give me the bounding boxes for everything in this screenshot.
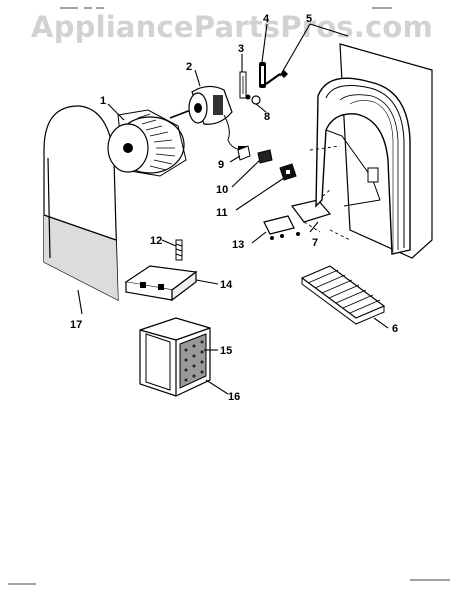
callout-10: 10 (216, 184, 228, 196)
housing-scroll (309, 43, 433, 259)
callout-3: 3 (238, 43, 244, 55)
part-8-grommet (245, 94, 261, 105)
part-6-base-grille (300, 265, 386, 325)
callout-6: 6 (392, 323, 398, 335)
part-17-front-panel (43, 105, 119, 301)
callout-labels: 1 2 3 4 5 6 7 8 9 10 11 12 13 14 15 16 1… (70, 13, 398, 403)
part-7-plate (290, 189, 332, 233)
callout-17: 17 (70, 319, 82, 331)
callout-5: 5 (306, 13, 312, 25)
part-12-spring (175, 239, 183, 261)
callout-14: 14 (220, 279, 233, 291)
part-11-capacitor (279, 163, 297, 181)
callout-1: 1 (100, 95, 106, 107)
callout-4: 4 (263, 13, 270, 25)
part-13-bracket (263, 215, 300, 240)
part-14-tray (124, 265, 198, 302)
callout-7: 7 (312, 237, 318, 249)
watermark: AppliancePartsPros.com (31, 10, 433, 44)
leader-lines (77, 23, 389, 395)
part-3-bracket (239, 71, 247, 99)
callout-16: 16 (228, 391, 240, 403)
callout-15: 15 (220, 345, 232, 357)
callout-8: 8 (264, 111, 270, 123)
callout-12: 12 (150, 235, 162, 247)
part-15-filter (179, 333, 207, 389)
scan-marks (8, 7, 450, 585)
callout-11: 11 (216, 207, 228, 219)
part-5-screw (265, 70, 288, 85)
callout-2: 2 (186, 61, 192, 73)
callout-9: 9 (218, 159, 224, 171)
part-1-blower-wheel (107, 109, 187, 177)
part-4-clip (259, 62, 266, 88)
callout-13: 13 (232, 239, 244, 251)
part-2-motor (169, 85, 247, 152)
part-10-clip (257, 149, 273, 164)
